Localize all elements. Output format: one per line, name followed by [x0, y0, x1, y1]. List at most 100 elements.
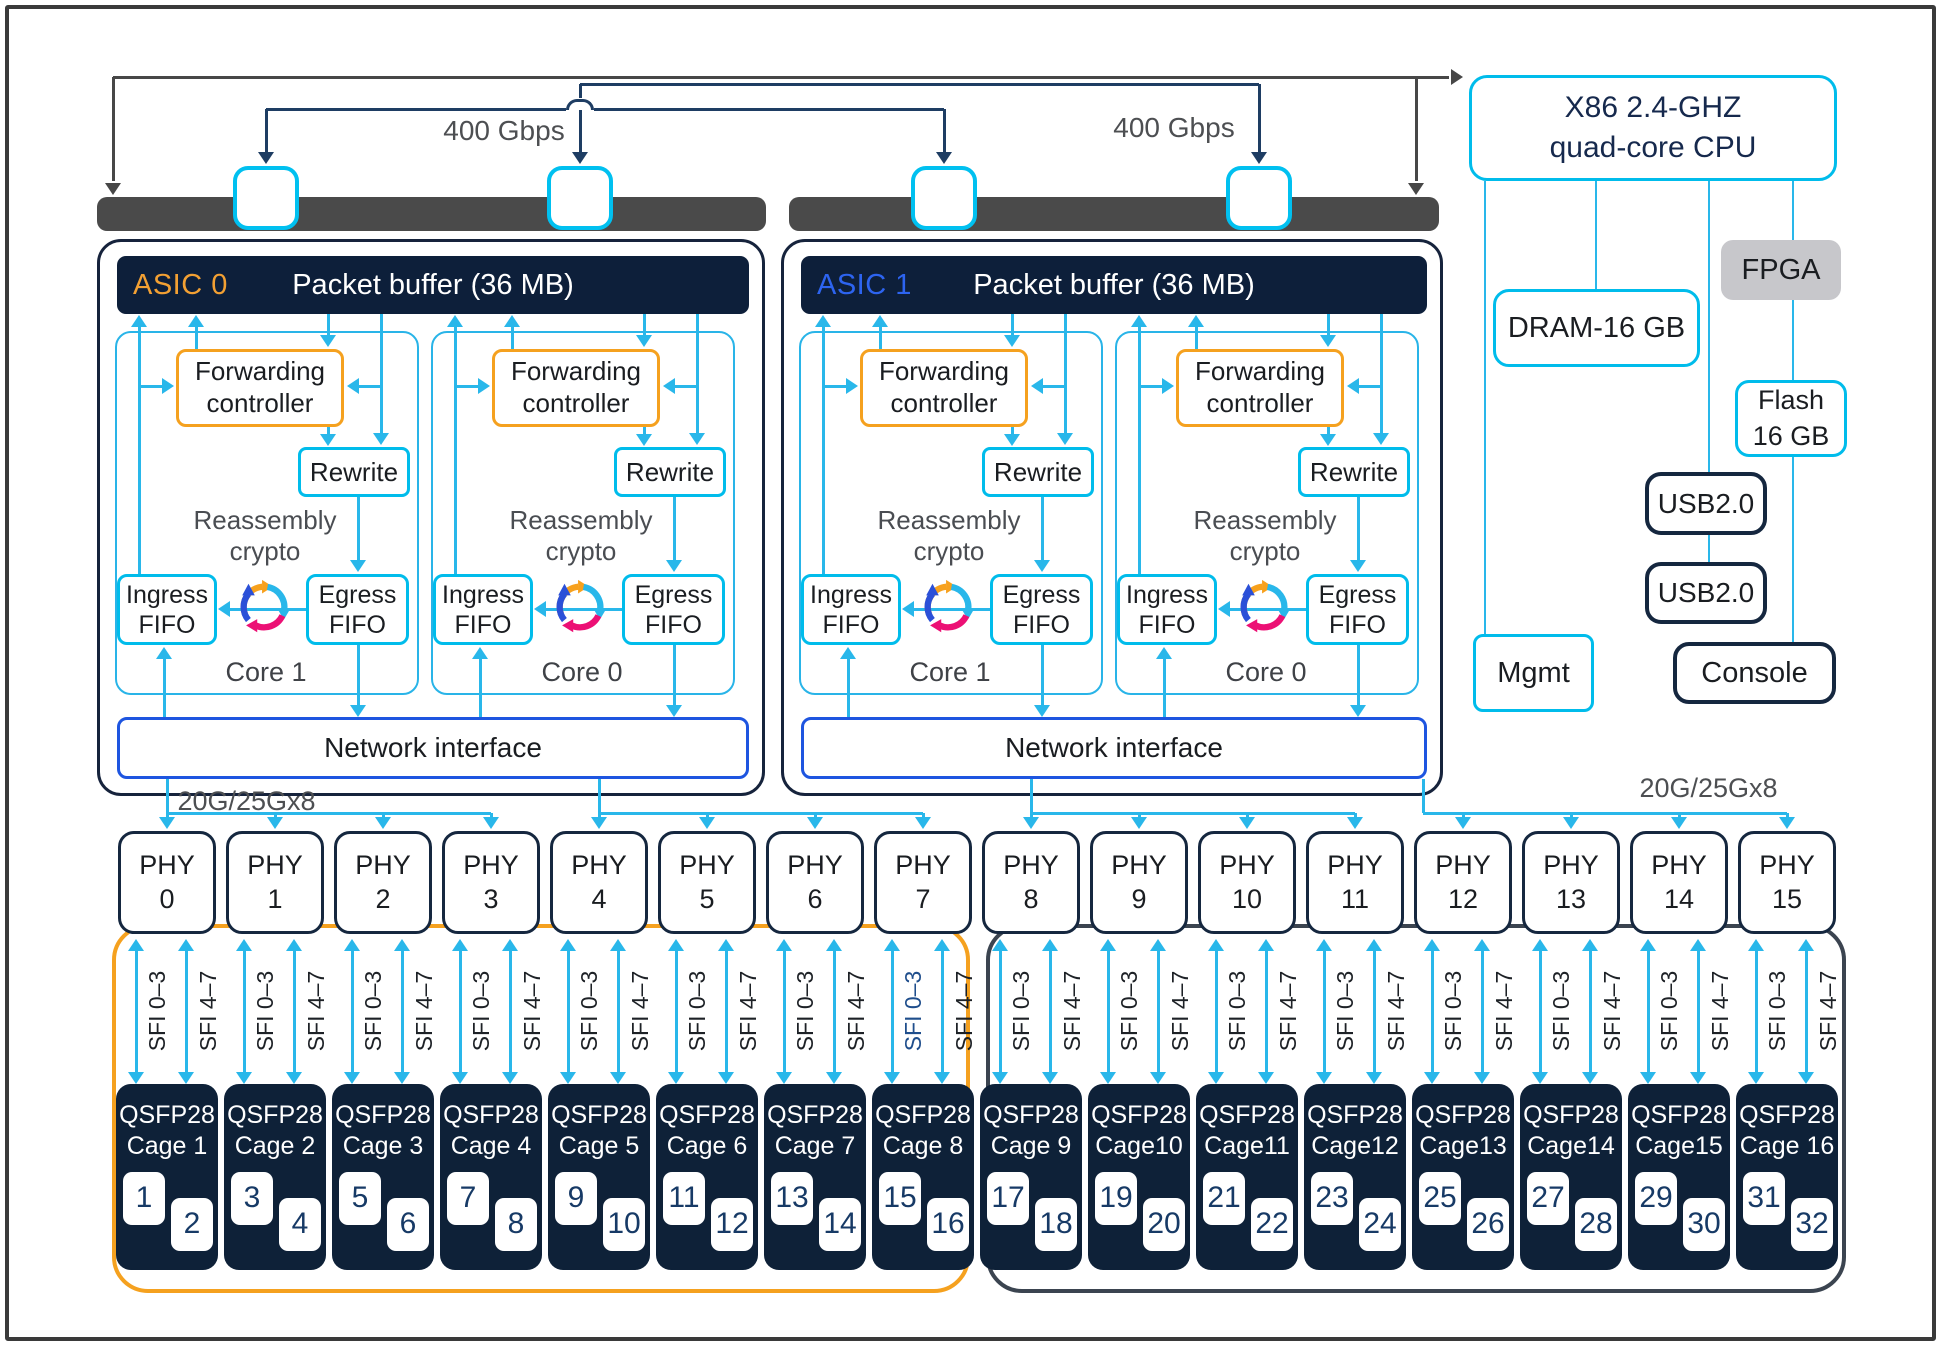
phy-number: 9: [1131, 883, 1147, 914]
reassembly-crypto-cycle-icon: [549, 576, 611, 638]
sfi-lane-label: SFI 0–3: [359, 970, 386, 1052]
connector-line: [642, 314, 646, 336]
arrowhead-up: [1131, 315, 1147, 327]
arrowhead-down: [1474, 1072, 1490, 1084]
asic0-label: ASIC 0: [133, 268, 228, 301]
sfi-lane-label: SFI 0–3: [1439, 970, 1466, 1052]
connector-line: [1156, 950, 1160, 1073]
port-number-chip: 21: [1203, 1172, 1245, 1225]
connector-line: [264, 109, 268, 152]
phy-prefix: PHY: [1111, 849, 1167, 880]
sfi-lane-label: SFI 4–7: [302, 970, 329, 1052]
sfi-lane-label: SFI 4–7: [842, 970, 869, 1052]
cage-name: Cage 6: [666, 1131, 748, 1160]
connector-line: [326, 314, 330, 336]
rewrite-block: Rewrite: [298, 447, 410, 497]
port-number-chip: 23: [1311, 1172, 1353, 1225]
arrowhead-left: [1347, 378, 1359, 394]
connector-line: [672, 645, 676, 706]
forwarding-controller-line1: Forwarding: [878, 356, 1010, 387]
arrowhead-down: [128, 1072, 144, 1084]
arrowhead-down: [666, 560, 682, 572]
connector-line: [1791, 181, 1795, 240]
cage-type: QSFP28: [443, 1101, 539, 1129]
sfi-lane-label: SFI 0–3: [1331, 970, 1358, 1052]
arrowhead-right: [1162, 378, 1174, 394]
cpu-line1: X86 2.4-GHZ: [1564, 91, 1742, 125]
connector-line: [1322, 950, 1326, 1073]
cage-name: Cage 4: [450, 1131, 532, 1160]
arrowhead-down: [375, 817, 391, 829]
arrowhead-up: [1208, 939, 1224, 951]
connector-line: [1791, 457, 1795, 642]
sfi-lane-label: SFI 4–7: [950, 970, 977, 1052]
phy-number: 14: [1663, 883, 1695, 914]
asic0-link-speed-label: 20G/25Gx8: [177, 786, 316, 816]
port-number-chip: 10: [603, 1198, 645, 1251]
connector-line: [381, 813, 385, 818]
arrowhead-down: [1350, 560, 1366, 572]
connector-line: [356, 645, 360, 706]
cage-name: Cage10: [1095, 1131, 1183, 1160]
interconnect-port-2: [547, 166, 613, 230]
port-number-chip: 16: [927, 1198, 969, 1251]
sfi-lane-label: SFI 0–3: [251, 970, 278, 1052]
connector-line: [113, 75, 1449, 79]
sfi-lane-label: SFI 0–3: [1007, 970, 1034, 1052]
arrowhead-up: [236, 939, 252, 951]
phy-number: 1: [267, 883, 283, 914]
arrowhead-down: [666, 705, 682, 717]
arrowhead-up: [1100, 939, 1116, 951]
cage-type: QSFP28: [335, 1101, 431, 1129]
arrowhead-down: [320, 434, 336, 446]
arrowhead-up: [872, 315, 888, 327]
phy-number: 13: [1555, 883, 1587, 914]
arrowhead-down: [1798, 1072, 1814, 1084]
switch-asic-architecture-diagram: 400 Gbps 400 Gbps ASIC 0 Packet buffer (…: [9, 9, 1932, 1337]
port-number-chip: 26: [1467, 1198, 1509, 1251]
connector-line: [194, 326, 198, 349]
asic0-network-interface: Network interface: [117, 717, 749, 779]
port-number-chip: 25: [1419, 1172, 1461, 1225]
flash-line2: 16 GB: [1752, 420, 1830, 451]
flash-line1: Flash: [1757, 385, 1825, 416]
connector-line: [1040, 645, 1044, 706]
arrowhead-down: [636, 335, 652, 347]
arrowhead-down: [610, 1072, 626, 1084]
port-number-chip: 4: [279, 1198, 321, 1251]
flash-block: Flash 16 GB: [1735, 380, 1847, 457]
arrowhead-up: [668, 939, 684, 951]
connector-line: [1414, 77, 1418, 181]
arrowhead-down: [1034, 705, 1050, 717]
sfi-lane-label: SFI 0–3: [1763, 970, 1790, 1052]
arrowhead-down: [1100, 1072, 1116, 1084]
connector-line: [1194, 326, 1198, 349]
arrowhead-up: [1582, 939, 1598, 951]
arrowhead-down: [1042, 1072, 1058, 1084]
forwarding-controller-line2: controller: [1206, 388, 1314, 418]
phy-number: 10: [1231, 883, 1263, 914]
arrowhead-up: [815, 315, 831, 327]
connector-line: [813, 813, 817, 818]
connector-line: [326, 427, 330, 435]
arrowhead-down: [1320, 434, 1336, 446]
arrowhead-left: [1218, 601, 1230, 617]
cage-type: QSFP28: [767, 1101, 863, 1129]
arrowhead-down: [915, 817, 931, 829]
arrowhead-down: [483, 817, 499, 829]
reassembly-line1: Reassembly: [509, 505, 653, 535]
asic1-packet-buffer: ASIC 1 Packet buffer (36 MB): [801, 256, 1427, 314]
arrowhead-left: [347, 378, 359, 394]
